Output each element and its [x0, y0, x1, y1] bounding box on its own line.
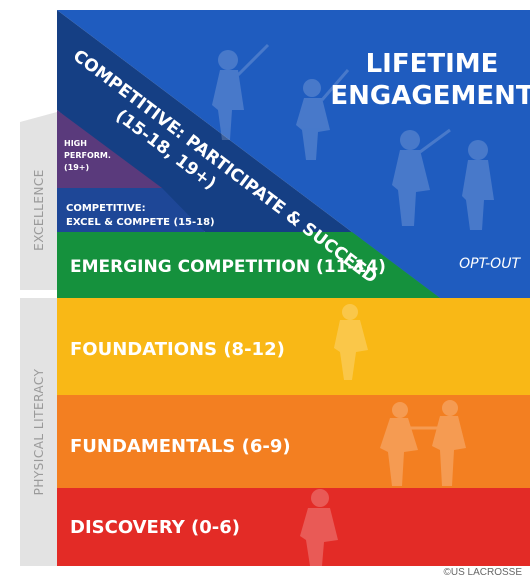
physical-literacy-label: PHYSICAL LITERACY	[32, 368, 46, 495]
competitive-excel-label-line2: EXCEL & COMPETE (15-18)	[66, 217, 215, 228]
physical-literacy-bracket: PHYSICAL LITERACY	[20, 298, 57, 566]
foundations-label: FOUNDATIONS (8-12)	[70, 339, 285, 360]
opt-out-label: OPT-OUT	[459, 256, 521, 272]
high-performance-label-line1: HIGH	[64, 139, 87, 148]
lacrosse-player-silhouette-icon	[212, 43, 494, 230]
competitive-excel-region	[57, 188, 205, 232]
competitive-participate-band	[57, 10, 352, 232]
lifetime-engagement-title-line1: LIFETIME	[366, 49, 499, 79]
high-performance-region	[57, 110, 162, 188]
discovery-band	[57, 488, 530, 566]
lifetime-engagement-region	[57, 10, 530, 298]
lifetime-engagement-title-line2: ENGAGEMENT	[330, 81, 530, 111]
lacrosse-faceoff-silhouette-icon	[300, 304, 466, 566]
fundamentals-label: FUNDAMENTALS (6-9)	[70, 436, 291, 457]
foundations-band	[57, 298, 530, 395]
high-performance-label-line2: PERFORM.	[64, 151, 111, 160]
emerging-competition-label: EMERGING COMPETITION (11-14)	[70, 257, 386, 277]
copyright-credit: ©US LACROSSE	[443, 567, 522, 578]
competitive-excel-label-line1: COMPETITIVE:	[66, 203, 146, 214]
excellence-label: EXCELLENCE	[32, 169, 46, 251]
discovery-label: DISCOVERY (0-6)	[70, 517, 240, 538]
fundamentals-band	[57, 395, 530, 488]
excellence-bracket: EXCELLENCE	[20, 112, 57, 290]
high-performance-label-line3: (19+)	[64, 163, 89, 172]
